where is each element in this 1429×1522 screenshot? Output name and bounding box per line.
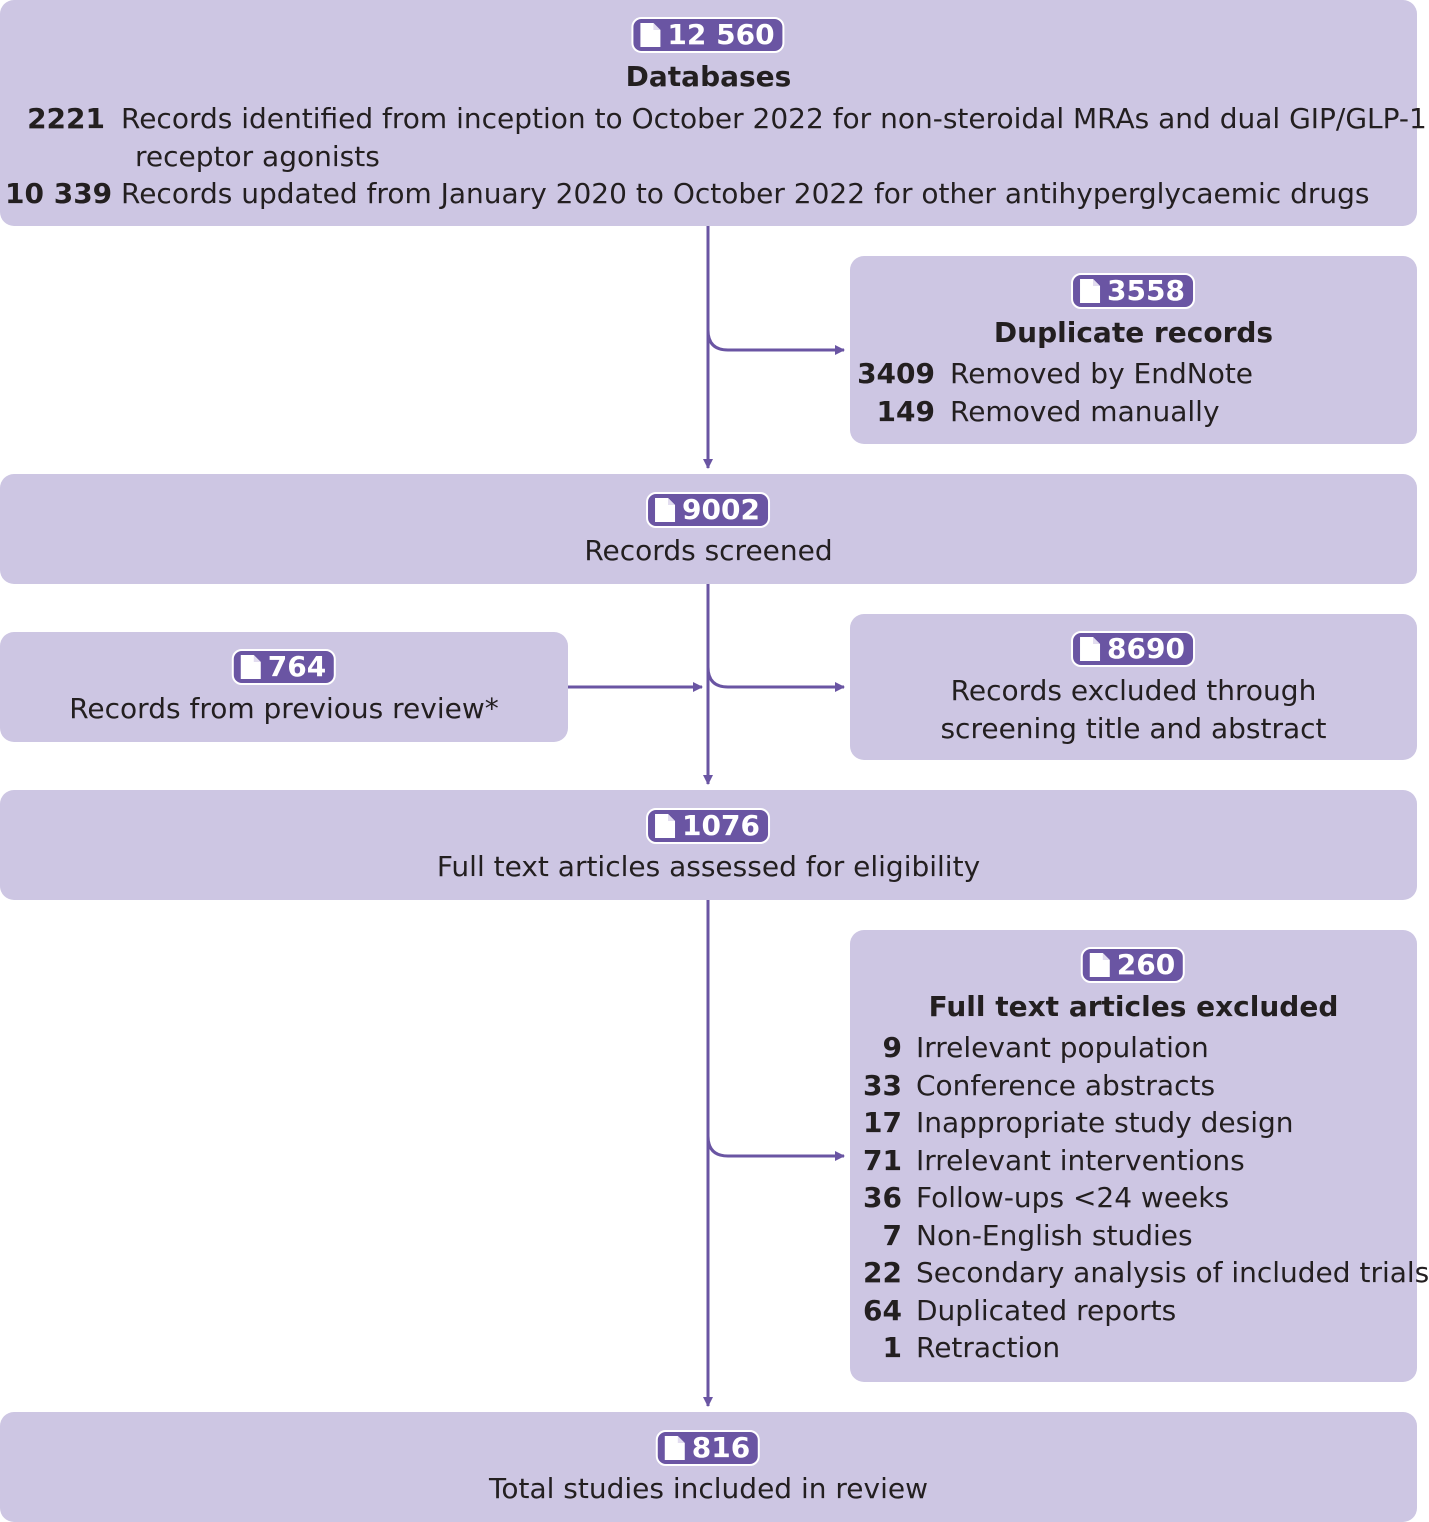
- previous-review-box: 764 Records from previous review*: [0, 632, 568, 742]
- row-number: 17: [863, 1106, 902, 1139]
- screened-label: Records screened: [584, 534, 833, 567]
- row-number: 149: [876, 395, 935, 428]
- row-number: 10 339: [5, 177, 113, 210]
- document-icon: [1089, 953, 1110, 977]
- screened-count-badge: 9002: [646, 492, 770, 528]
- previous-label: Records from previous review*: [69, 692, 499, 725]
- databases-count: 12 560: [667, 18, 775, 51]
- row-text: Removed manually: [950, 395, 1220, 428]
- document-icon: [655, 498, 676, 522]
- row-number: 64: [863, 1293, 902, 1327]
- excluded-screening-box: 8690 Records excluded through screening …: [850, 614, 1417, 760]
- row-number: 7: [882, 1218, 902, 1252]
- included-count: 816: [691, 1431, 751, 1464]
- row-number: 9: [882, 1031, 902, 1064]
- row-text: Follow-ups <24 weeks: [916, 1181, 1230, 1214]
- fulltext-excluded-count-badge: 260: [1080, 947, 1186, 983]
- row-text: Records identified from inception to Oct…: [121, 102, 1427, 135]
- databases-box: 12 560 Databases 2221 Records identified…: [0, 0, 1427, 226]
- excluded-screening-count: 8690: [1107, 632, 1185, 665]
- screened-box: 9002 Records screened: [0, 474, 1417, 584]
- fulltext-box: 1076 Full text articles assessed for eli…: [0, 790, 1417, 900]
- screened-count: 9002: [682, 493, 760, 526]
- included-label: Total studies included in review: [488, 1472, 929, 1505]
- row-text: Removed by EndNote: [950, 357, 1254, 390]
- document-icon: [640, 23, 661, 47]
- document-icon: [664, 1436, 685, 1460]
- row-number: 33: [863, 1068, 902, 1102]
- document-icon: [1080, 637, 1101, 661]
- row-number: 22: [863, 1256, 902, 1289]
- row-number: 1: [882, 1331, 902, 1364]
- row-text: Irrelevant interventions: [916, 1143, 1245, 1177]
- row-text: Inappropriate study design: [916, 1106, 1294, 1139]
- databases-title: Databases: [625, 60, 792, 93]
- document-icon: [240, 655, 261, 679]
- row-text: Retraction: [916, 1331, 1061, 1364]
- included-box: 816 Total studies included in review: [0, 1412, 1417, 1522]
- row-number: 36: [863, 1181, 902, 1214]
- row-number: 3409: [857, 357, 935, 390]
- duplicates-count-badge: 3558: [1071, 273, 1195, 309]
- document-icon: [655, 814, 676, 838]
- databases-count-badge: 12 560: [631, 17, 785, 53]
- duplicates-title: Duplicate records: [993, 316, 1274, 349]
- excluded-screening-count-badge: 8690: [1071, 631, 1195, 667]
- row-text: Duplicated reports: [916, 1293, 1177, 1327]
- document-icon: [1080, 279, 1101, 303]
- fulltext-excluded-title: Full text articles excluded: [928, 990, 1339, 1023]
- fulltext-count-badge: 1076: [646, 808, 770, 844]
- row-number: 71: [863, 1143, 902, 1177]
- previous-count: 764: [267, 650, 327, 683]
- included-count-badge: 816: [655, 1430, 761, 1466]
- duplicates-count: 3558: [1107, 274, 1185, 307]
- row-text: Non-English studies: [916, 1218, 1193, 1252]
- row-number: 2221: [27, 102, 105, 135]
- row-text: Conference abstracts: [916, 1068, 1216, 1102]
- row-text: Records updated from January 2020 to Oct…: [121, 177, 1370, 210]
- excluded-screening-line2: screening title and abstract: [940, 712, 1327, 745]
- fulltext-excluded-count: 260: [1116, 948, 1176, 981]
- row-text: Secondary analysis of included trials: [916, 1256, 1429, 1289]
- fulltext-count: 1076: [682, 809, 760, 842]
- fulltext-label: Full text articles assessed for eligibil…: [436, 850, 981, 883]
- row-text: receptor agonists: [135, 140, 380, 173]
- excluded-screening-line1: Records excluded through: [950, 674, 1317, 707]
- duplicates-box: 3558 Duplicate records 3409 Removed by E…: [850, 256, 1417, 444]
- row-text: Irrelevant population: [916, 1031, 1209, 1064]
- previous-count-badge: 764: [231, 649, 337, 685]
